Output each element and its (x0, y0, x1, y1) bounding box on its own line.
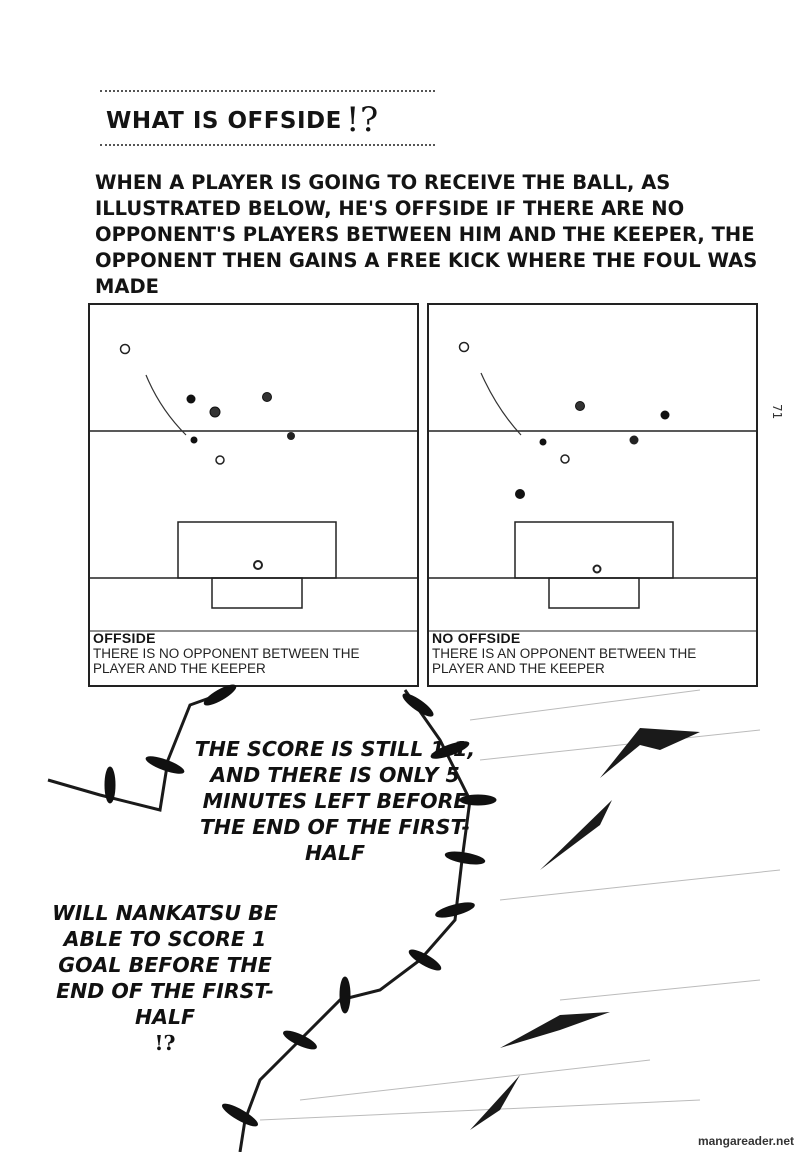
page-number: 71 (770, 404, 784, 420)
offside-caption: OFFSIDE THERE IS NO OPPONENT BETWEEN THE… (93, 630, 413, 677)
motion-streaks (470, 728, 700, 1130)
narration-bubble-question: WILL NANKATSU BE ABLE TO SCORE 1 GOAL BE… (40, 900, 290, 1056)
defender-marker (560, 454, 570, 464)
offside-caption-text: THERE IS NO OPPONENT BETWEEN THE PLAYER … (93, 646, 360, 676)
offside-field (90, 343, 417, 632)
title-text: WHAT IS OFFSIDE (106, 108, 342, 134)
question-text: WILL NANKATSU BE ABLE TO SCORE 1 GOAL BE… (52, 901, 278, 1029)
attacker-marker (629, 435, 639, 445)
no-offside-diagram: NO OFFSIDE THERE IS AN OPPONENT BETWEEN … (427, 303, 758, 687)
attacker-marker (186, 394, 196, 404)
page-title: WHAT IS OFFSIDE!? (106, 100, 379, 140)
offside-heading: OFFSIDE (93, 630, 156, 646)
no-offside-field (429, 341, 756, 632)
defender-marker (515, 489, 525, 499)
no-offside-caption-text: THERE IS AN OPPONENT BETWEEN THE PLAYER … (432, 646, 697, 676)
pass-path (145, 374, 187, 436)
attacker-marker (287, 432, 295, 440)
intro-paragraph: WHEN A PLAYER IS GOING TO RECEIVE THE BA… (95, 171, 758, 298)
attacker-marker (190, 436, 198, 444)
keeper-marker (253, 560, 263, 570)
defender-marker (215, 455, 225, 465)
site-watermark: mangareader.net (697, 1134, 794, 1148)
ball-marker (119, 343, 131, 355)
attacker-marker (262, 392, 272, 402)
attacker-marker (575, 401, 585, 411)
attacker-marker (539, 438, 547, 446)
zigzag-clamps (104, 684, 497, 1127)
offside-diagram: OFFSIDE THERE IS NO OPPONENT BETWEEN THE… (88, 303, 419, 687)
ball-marker (458, 341, 470, 353)
title-bottom-rule (100, 144, 435, 146)
title-mark: !? (345, 100, 379, 140)
title-top-rule (100, 90, 435, 92)
speed-lines (259, 689, 781, 1121)
keeper-marker (592, 564, 602, 574)
goal-area (211, 577, 303, 609)
zigzag-border-left (47, 688, 472, 1152)
attacker-marker (660, 410, 670, 420)
question-mark: !? (154, 1031, 176, 1055)
goal-area (548, 577, 640, 609)
no-offside-heading: NO OFFSIDE (432, 630, 521, 646)
pass-path (480, 372, 522, 436)
attacker-marker (209, 406, 221, 418)
narration-bubble-score: THE SCORE IS STILL 1-1, AND THERE IS ONL… (194, 737, 476, 865)
no-offside-caption: NO OFFSIDE THERE IS AN OPPONENT BETWEEN … (432, 630, 752, 677)
